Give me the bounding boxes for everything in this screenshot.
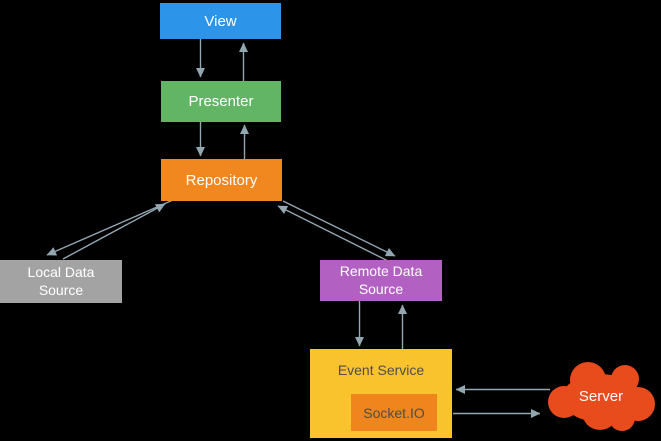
node-remote-data-source-label: Remote Data Source <box>339 263 423 297</box>
node-presenter-label: Presenter <box>188 93 254 110</box>
edge-local-ds-to-repository <box>62 203 166 260</box>
node-event-service: Event Service Socket.IO <box>310 349 452 438</box>
edge-repository-to-local-ds <box>46 199 174 256</box>
server-cloud-shape <box>548 362 655 431</box>
node-repository: Repository <box>161 159 282 201</box>
node-socket-io-label: Socket.IO <box>363 404 425 421</box>
node-view: View <box>160 3 281 39</box>
node-remote-data-source: Remote Data Source <box>320 260 442 301</box>
node-event-service-label: Event Service <box>337 362 425 378</box>
node-server-cloud: Server <box>548 362 655 431</box>
node-repository-label: Repository <box>185 171 258 189</box>
node-socket-io: Socket.IO <box>351 394 437 431</box>
node-view-label: View <box>204 12 237 30</box>
edge-remote-ds-to-repository <box>277 205 389 262</box>
node-local-data-source: Local Data Source <box>0 260 122 303</box>
node-local-data-source-label: Local Data Source <box>27 264 95 298</box>
node-presenter: Presenter <box>161 81 281 122</box>
node-server-label: Server <box>579 388 623 405</box>
edge-repository-to-remote-ds <box>282 200 396 257</box>
